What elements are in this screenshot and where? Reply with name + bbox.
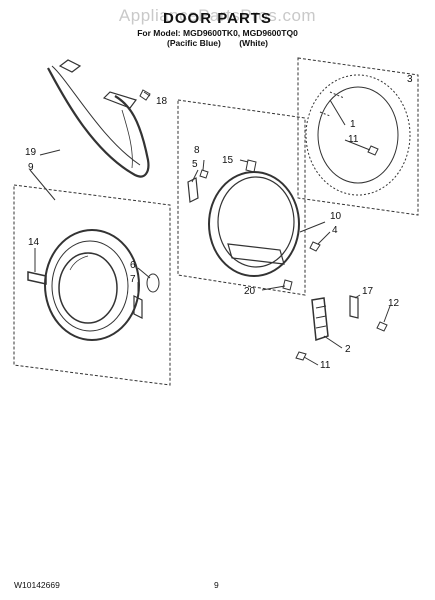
document-number: W10142669 [14,580,60,590]
part-12-screw [376,321,388,332]
part-2-hinge [311,297,329,342]
outer-door-ring [44,229,140,341]
callout-7: 7 [130,274,136,285]
part-11-screw-top [367,145,379,156]
part-20-clip [282,279,293,291]
color-pacific-blue: (Pacific Blue) [166,38,221,48]
color-white: (White) [239,38,269,48]
callout-17: 17 [362,286,374,297]
part-15-clip [245,159,257,173]
callout-2: 2 [345,344,351,355]
part-11-screw-bottom [295,351,307,361]
part-5-screw [199,169,209,179]
part-19-door-trim [47,67,150,178]
watermark: AppliancePartsPros.com [118,6,317,25]
callout-14: 14 [28,237,40,248]
callout-11-bottom: 11 [320,360,331,371]
part-1-cabinet-latch [319,91,345,117]
callout-3: 3 [407,74,413,85]
part-7-strike [133,295,143,319]
page-title: DOOR PARTS [163,10,272,27]
callout-10: 10 [330,211,342,222]
callout-8: 8 [194,145,200,156]
dashed-box-inner-door [177,99,306,296]
dashed-box-cabinet [297,57,419,216]
callout-11-top: 11 [348,134,359,145]
cabinet-opening [305,74,411,196]
callout-20: 20 [244,286,256,297]
callout-4: 4 [332,225,338,236]
callout-19: 19 [25,147,37,158]
part-6-lens [146,273,160,293]
dashed-box-outer-door [13,184,171,386]
callout-18: 18 [156,96,168,107]
part-4-screw [309,241,321,252]
part-8-hinge [187,177,199,203]
part-17-strike [349,295,359,319]
part-14-handle [27,271,47,285]
callout-12: 12 [388,298,400,309]
part-18-screw [139,89,151,101]
callout-5: 5 [192,159,198,170]
model-colors: (Pacific Blue) (White) [0,38,435,48]
model-line: For Model: MGD9600TK0, MGD9600TQ0 [137,28,298,38]
callout-15: 15 [222,155,234,166]
callout-6: 6 [130,260,136,271]
page-number: 9 [214,580,219,590]
callout-1: 1 [350,119,356,130]
callout-9: 9 [28,162,34,173]
